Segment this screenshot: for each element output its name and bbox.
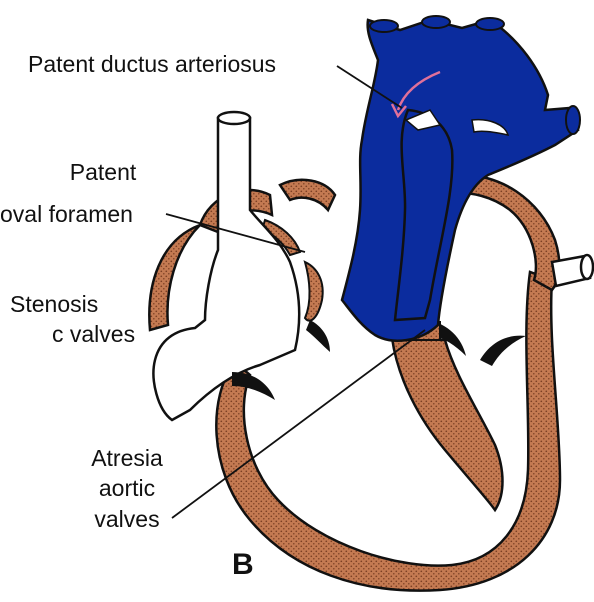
right-atrium-outer bbox=[149, 225, 200, 330]
label-stenosis-1: Stenosis bbox=[10, 290, 98, 318]
mitral-valve-leaflet bbox=[480, 336, 526, 366]
label-patent-ductus: Patent ductus arteriosus bbox=[28, 50, 276, 78]
label-stenosis-2: c valves bbox=[52, 320, 135, 348]
label-atresia-2: aortic bbox=[78, 474, 176, 502]
oval-foramen-flap bbox=[305, 262, 323, 321]
vena-cava-opening bbox=[218, 112, 250, 124]
label-patent-oval-1: Patent bbox=[52, 158, 154, 186]
ventricular-septum bbox=[392, 338, 503, 510]
label-atresia-3: valves bbox=[78, 505, 176, 533]
panel-letter: B bbox=[232, 548, 254, 582]
atrial-septum-bump bbox=[280, 180, 335, 210]
label-atresia-1: Atresia bbox=[78, 444, 176, 472]
aortic-valve-leaflet-left bbox=[306, 320, 330, 352]
label-patent-oval-2: oval foramen bbox=[0, 200, 133, 228]
